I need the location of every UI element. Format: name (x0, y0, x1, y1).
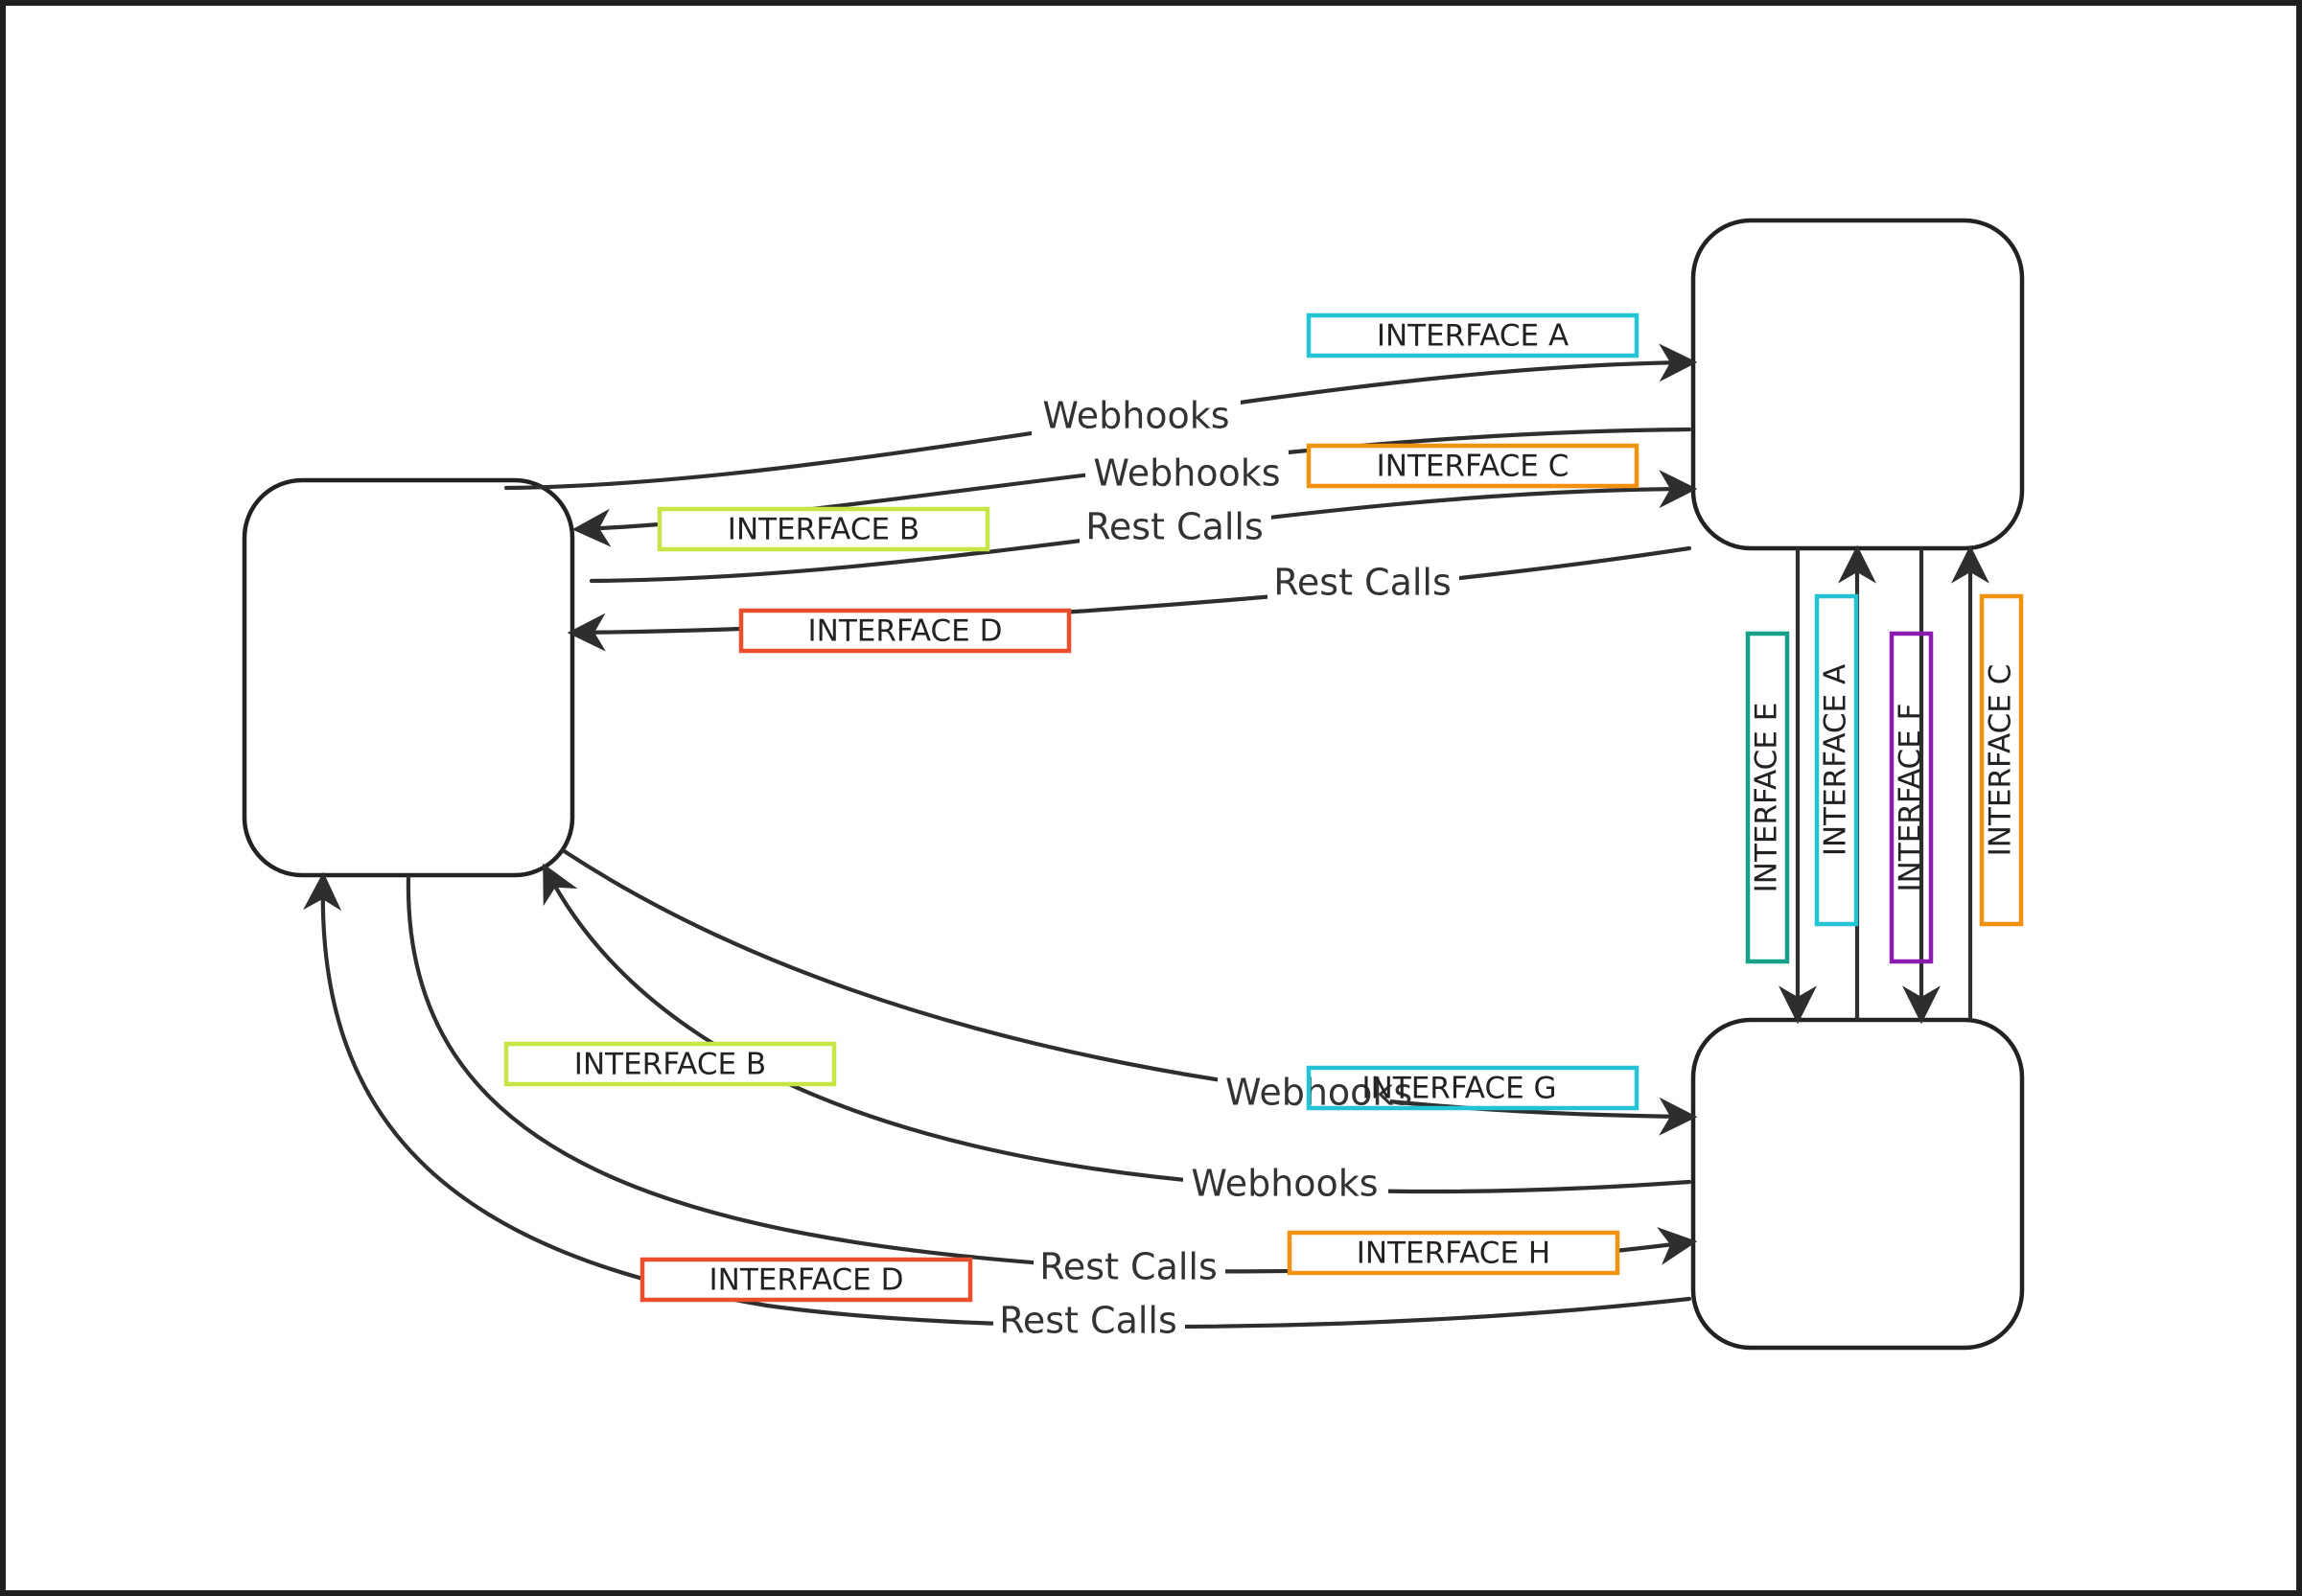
edge-label-rest-calls-4: Rest Calls (993, 1298, 1185, 1348)
svg-text:INTERFACE A: INTERFACE A (1377, 319, 1569, 354)
svg-text:INTERFACE E: INTERFACE E (1750, 703, 1784, 893)
node-bottom-right[interactable] (1690, 1017, 2025, 1351)
svg-text:INTERFACE G: INTERFACE G (1361, 1072, 1556, 1106)
node-top-right[interactable] (1690, 218, 2025, 551)
edge-rest-calls-to-left (567, 545, 1692, 652)
interface-tag-a-top: INTERFACE A (1306, 312, 1639, 359)
edge-rest-calls-d-to-left-bottom (303, 871, 1692, 1330)
svg-text:Rest Calls: Rest Calls (1039, 1246, 1218, 1288)
edge-label-rest-calls-3: Rest Calls (1034, 1244, 1225, 1294)
interface-tag-e-vertical: INTERFACE E (1745, 631, 1790, 964)
svg-text:INTERFACE C: INTERFACE C (1984, 664, 2018, 857)
svg-text:Webhooks: Webhooks (1042, 395, 1229, 437)
interface-tag-g-bottom: INTERFACE G (1306, 1065, 1639, 1111)
edge-label-rest-calls-2: Rest Calls (1267, 559, 1459, 609)
svg-text:Webhooks: Webhooks (1093, 452, 1280, 495)
svg-text:Rest Calls: Rest Calls (999, 1300, 1177, 1342)
interface-tag-h-bottom: INTERFACE H (1287, 1230, 1620, 1276)
svg-text:Rest Calls: Rest Calls (1273, 562, 1452, 604)
interface-tag-a-vertical: INTERFACE A (1814, 593, 1859, 927)
svg-text:INTERFACE F: INTERFACE F (1894, 704, 1928, 892)
svg-text:INTERFACE H: INTERFACE H (1357, 1237, 1550, 1271)
interface-tag-d-bottom: INTERFACE D (639, 1257, 973, 1303)
svg-text:INTERFACE A: INTERFACE A (1819, 664, 1853, 856)
svg-text:INTERFACE B: INTERFACE B (728, 513, 919, 547)
interface-tag-c-top: INTERFACE C (1306, 443, 1639, 489)
node-left[interactable] (242, 477, 575, 878)
svg-text:Webhooks: Webhooks (1191, 1163, 1378, 1205)
interface-tag-c-vertical: INTERFACE C (1979, 593, 2024, 927)
edge-label-webhooks-2: Webhooks (1085, 451, 1289, 500)
interface-tag-b-bottom: INTERFACE B (503, 1041, 837, 1087)
svg-text:INTERFACE C: INTERFACE C (1377, 450, 1570, 484)
interface-tag-d-top: INTERFACE D (738, 608, 1072, 654)
edge-webhooks-to-left-bottom (543, 863, 1692, 1194)
svg-text:INTERFACE D: INTERFACE D (808, 614, 1003, 649)
edge-label-webhooks-1: Webhooks (1032, 393, 1241, 443)
interface-tag-f-vertical: INTERFACE F (1889, 631, 1934, 964)
edge-label-rest-calls-1: Rest Calls (1080, 504, 1271, 554)
edge-label-webhooks-4: Webhooks (1183, 1161, 1388, 1211)
interface-tag-b-top: INTERFACE B (657, 506, 990, 552)
svg-text:INTERFACE D: INTERFACE D (709, 1263, 904, 1298)
svg-text:INTERFACE B: INTERFACE B (574, 1048, 766, 1082)
svg-text:Rest Calls: Rest Calls (1085, 506, 1264, 548)
